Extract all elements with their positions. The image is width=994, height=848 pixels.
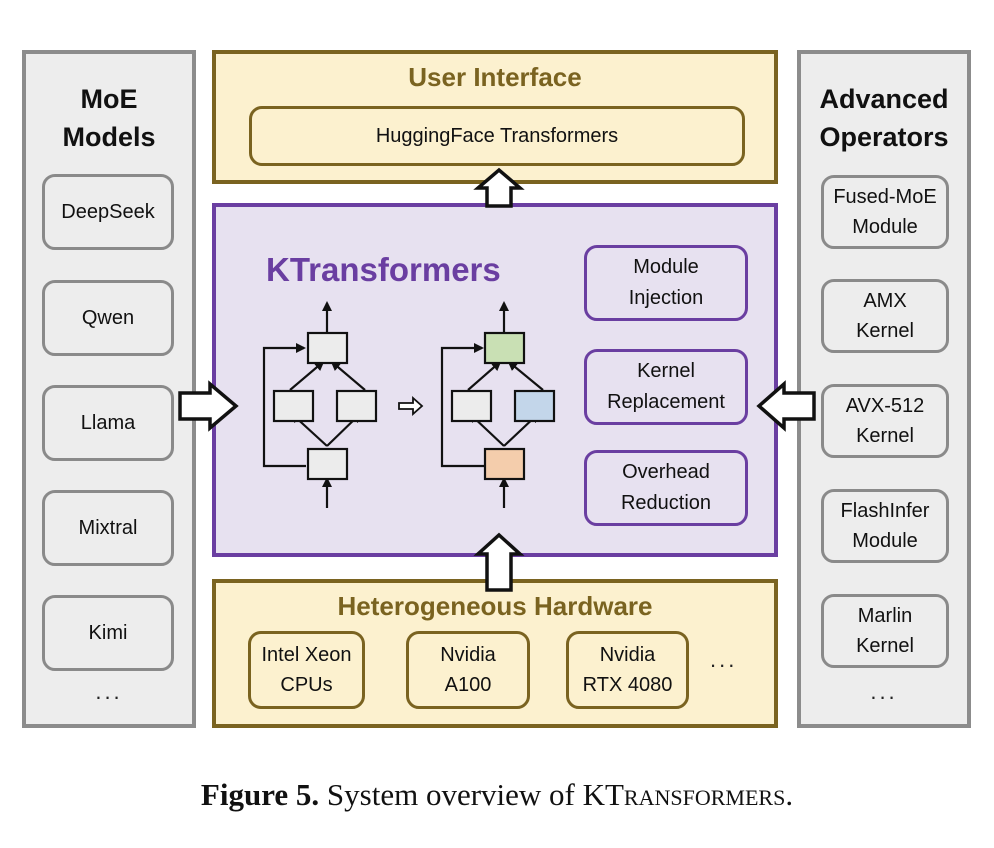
- hardware-line2: RTX 4080: [582, 674, 673, 696]
- models-more-ellipsis: ...: [95, 679, 123, 704]
- operator-item-line2: Kernel: [856, 320, 914, 342]
- model-item-kimi: Kimi: [42, 595, 174, 671]
- ktransformers-panel: KTransformers Module Injection Kernel Re…: [212, 203, 778, 557]
- hardware-line2: CPUs: [280, 674, 333, 696]
- operator-item-flashinfer: FlashInfer Module: [821, 489, 949, 563]
- graph-node-right-replaced: [513, 389, 556, 423]
- hardware-line1: Intel Xeon: [261, 644, 352, 666]
- feature-line1: Module: [633, 256, 699, 278]
- feature-line2: Replacement: [607, 391, 725, 413]
- feature-line2: Reduction: [620, 492, 712, 514]
- hardware-item-rtx4080: Nvidia RTX 4080: [566, 631, 689, 709]
- feature-module-injection: Module Injection: [584, 245, 748, 321]
- user-interface-panel: User Interface HuggingFace Transformers: [212, 50, 778, 184]
- caption-text-prefix: System overview of K: [326, 777, 605, 812]
- module-graph-diagram: [262, 301, 556, 508]
- arrow-up-from-hardware-icon: [473, 532, 525, 592]
- arrow-right-from-models-icon: [178, 380, 239, 432]
- graph-node-right: [335, 389, 378, 423]
- operator-item-line2: Kernel: [856, 635, 914, 657]
- moe-models-title-line2: Models: [62, 122, 156, 152]
- figure-caption: Figure 5. System overview of KTransforme…: [0, 777, 994, 813]
- graph-node-left: [272, 389, 315, 423]
- heterogeneous-hardware-panel: Heterogeneous Hardware Intel Xeon CPUs N…: [212, 579, 778, 728]
- operator-item-line1: FlashInfer: [840, 500, 930, 522]
- caption-text-suffix: .: [785, 777, 794, 812]
- model-item-mixtral: Mixtral: [42, 490, 174, 566]
- huggingface-transformers-box: HuggingFace Transformers: [249, 106, 745, 166]
- feature-line2: Injection: [628, 287, 704, 309]
- feature-kernel-replacement: Kernel Replacement: [584, 349, 748, 425]
- hardware-title: Heterogeneous Hardware: [337, 591, 653, 621]
- feature-overhead-reduction: Overhead Reduction: [584, 450, 748, 526]
- graph-node-left: [450, 389, 493, 423]
- caption-text-smallcaps: Transformers: [605, 777, 786, 812]
- user-interface-title: User Interface: [408, 62, 582, 92]
- operator-item-amx: AMX Kernel: [821, 279, 949, 353]
- model-item-qwen: Qwen: [42, 280, 174, 356]
- hardware-item-a100: Nvidia A100: [406, 631, 530, 709]
- operator-item-line2: Module: [852, 216, 918, 238]
- operator-item-fused-moe: Fused-MoE Module: [821, 175, 949, 249]
- graph-node-top: [306, 331, 349, 365]
- operators-title-line2: Operators: [819, 122, 949, 152]
- graph-node-bottom-replaced: [483, 447, 526, 481]
- operators-title-line1: Advanced: [819, 84, 949, 114]
- feature-line1: Overhead: [622, 461, 710, 483]
- hardware-line1: Nvidia: [440, 644, 496, 666]
- operator-item-line2: Module: [852, 530, 918, 552]
- moe-models-panel: MoE Models DeepSeek Qwen Llama Mixtral K…: [22, 50, 196, 728]
- graph-node-top-replaced: [483, 331, 526, 365]
- advanced-operators-panel: Advanced Operators Fused-MoE Module AMX …: [797, 50, 971, 728]
- optimized-graph: [440, 301, 556, 508]
- model-item-deepseek: DeepSeek: [42, 174, 174, 250]
- original-graph: [262, 301, 378, 508]
- arrow-left-from-operators-icon: [756, 380, 816, 432]
- operator-item-avx512: AVX-512 Kernel: [821, 384, 949, 458]
- operators-more-ellipsis: ...: [870, 679, 898, 704]
- arrow-up-to-ui-icon: [473, 167, 525, 208]
- hardware-item-xeon: Intel Xeon CPUs: [248, 631, 365, 709]
- hardware-line1: Nvidia: [599, 644, 656, 666]
- transform-arrow-icon: [398, 395, 424, 417]
- hardware-more-ellipsis: ...: [710, 647, 738, 672]
- hardware-line2: A100: [444, 674, 492, 696]
- operator-item-marlin: Marlin Kernel: [821, 594, 949, 668]
- model-item-llama: Llama: [42, 385, 174, 461]
- operator-item-line1: Marlin: [857, 605, 913, 627]
- ktransformers-title: KTransformers: [266, 251, 501, 288]
- operator-item-line1: Fused-MoE: [833, 186, 937, 208]
- operator-item-line1: AVX-512: [845, 395, 925, 417]
- feature-line1: Kernel: [637, 360, 695, 382]
- operator-item-line2: Kernel: [856, 425, 914, 447]
- operator-item-line1: AMX: [863, 290, 907, 312]
- figure-label: Figure 5.: [200, 777, 320, 812]
- moe-models-title-line1: MoE: [80, 84, 138, 114]
- graph-node-bottom: [306, 447, 349, 481]
